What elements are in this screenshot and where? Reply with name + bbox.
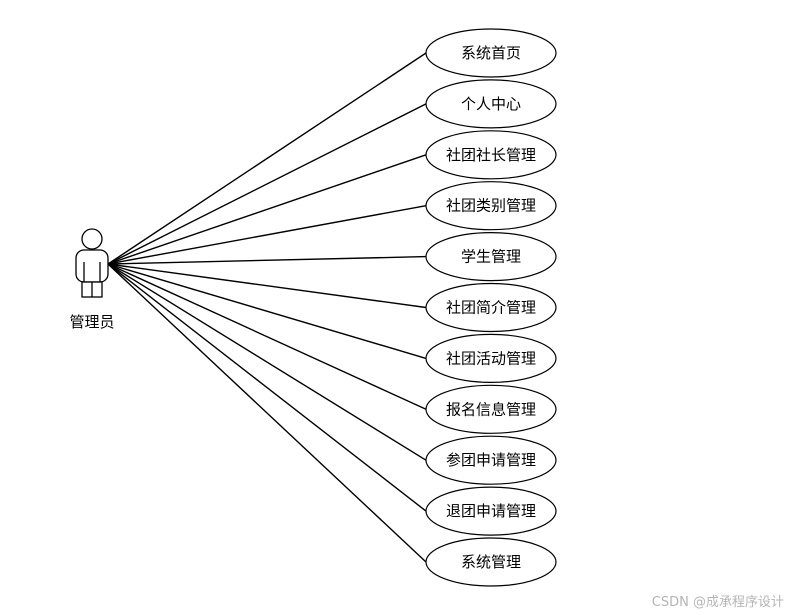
use-case-label: 退团申请管理: [446, 502, 536, 520]
use-case-list: 系统首页个人中心社团社长管理社团类别管理学生管理社团简介管理社团活动管理报名信息…: [425, 28, 557, 587]
association-line: [107, 154, 427, 265]
association-line: [107, 263, 427, 461]
use-case-label: 社团简介管理: [446, 299, 536, 317]
association-line: [107, 263, 427, 563]
use-case-label: 系统首页: [461, 44, 521, 62]
use-case: 社团简介管理: [425, 282, 557, 333]
use-case-ellipse: [425, 28, 557, 78]
association-line: [107, 103, 427, 265]
association-line: [107, 52, 427, 265]
use-case-ellipse: [425, 282, 557, 333]
use-case-label: 报名信息管理: [446, 400, 536, 418]
association-line: [107, 263, 427, 360]
actor-admin: 管理员: [69, 228, 115, 331]
actor-label: 管理员: [69, 313, 114, 331]
use-case: 报名信息管理: [425, 384, 557, 434]
use-case-ellipse: [425, 435, 557, 485]
use-case-ellipse: [425, 232, 557, 282]
use-case: 系统管理: [425, 537, 557, 587]
use-case-label: 社团社长管理: [446, 146, 536, 164]
use-case-ellipse: [425, 537, 557, 587]
association-line: [107, 255, 427, 265]
use-case: 社团活动管理: [425, 333, 557, 383]
use-case-ellipse: [425, 130, 557, 180]
use-case-label: 学生管理: [461, 248, 521, 266]
use-case-ellipse: [425, 384, 557, 434]
use-case-label: 系统管理: [461, 553, 521, 571]
use-case: 社团社长管理: [425, 130, 557, 180]
use-case-ellipse: [425, 79, 557, 129]
use-case: 参团申请管理: [425, 435, 557, 485]
use-case-ellipse: [425, 181, 557, 231]
use-case: 退团申请管理: [425, 486, 557, 536]
association-line: [107, 205, 427, 265]
association-line: [107, 263, 427, 512]
use-case-label: 个人中心: [461, 95, 521, 113]
use-case-ellipse: [425, 333, 557, 383]
association-line: [107, 263, 427, 309]
watermark: CSDN @成承程序设计: [652, 595, 784, 610]
association-lines: [107, 52, 427, 563]
use-case-label: 社团活动管理: [446, 349, 536, 367]
use-case: 系统首页: [425, 28, 557, 78]
use-case: 社团类别管理: [425, 181, 557, 231]
use-case-ellipse: [425, 486, 557, 536]
use-case-label: 社团类别管理: [446, 197, 536, 215]
use-case: 个人中心: [425, 79, 557, 129]
person-icon: [75, 228, 109, 298]
association-line: [107, 263, 427, 410]
use-case-label: 参团申请管理: [446, 451, 536, 469]
use-case: 学生管理: [425, 232, 557, 282]
